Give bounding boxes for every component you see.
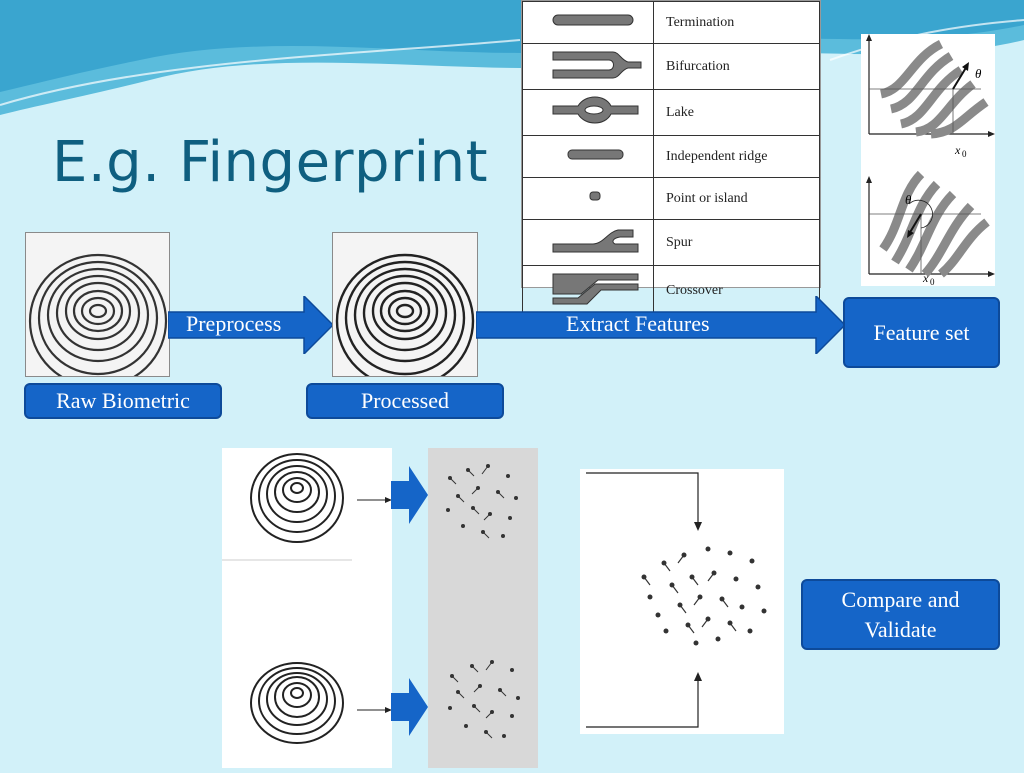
processed-label: Processed: [306, 383, 504, 419]
extract-features-arrow: [476, 296, 846, 354]
x-subscript-bottom: 0: [930, 277, 935, 286]
raw-biometric-label: Raw Biometric: [24, 383, 222, 419]
orientation-plot-top: θ x 0: [866, 34, 995, 159]
lake-icon: [552, 96, 639, 124]
x-label-top: x: [954, 143, 961, 157]
table-cell: Termination: [653, 1, 820, 44]
termination-icon: [552, 14, 634, 26]
feature-set-box: Feature set: [843, 297, 1000, 368]
orientation-diagram: θ x 0 θ x 0: [866, 34, 995, 287]
orientation-plot-bottom: θ x 0: [866, 170, 995, 287]
small-arrow-top: [391, 466, 428, 524]
fingerprint-icon: [250, 662, 344, 744]
extract-features-label: Extract Features: [566, 311, 710, 336]
point-icon: [589, 191, 601, 201]
fingerprint-icon: [28, 253, 168, 376]
matching-overlay: [586, 472, 767, 728]
table-cell: Lake: [653, 89, 820, 136]
crossover-icon: [552, 273, 639, 305]
fingerprint-icon: [250, 453, 344, 543]
table-row: Crossover: [522, 265, 820, 316]
table-row: Point or island: [522, 177, 820, 220]
matching-overlay-panel: [580, 469, 784, 734]
x-label-bottom: x: [922, 271, 929, 285]
slide-title: E.g. Fingerprint: [52, 130, 489, 195]
table-cell: Point or island: [653, 177, 820, 220]
preprocess-label: Preprocess: [186, 311, 282, 336]
table-cell: Spur: [653, 219, 820, 266]
preprocess-arrow: [168, 296, 334, 354]
compare-validate-box: Compare and Validate: [801, 579, 1000, 650]
table-row: Spur: [522, 219, 820, 266]
table-cell: Independent ridge: [653, 135, 820, 178]
bifurcation-icon: [552, 51, 642, 79]
minutiae-map-panel: [428, 448, 538, 768]
table-row: Lake: [522, 89, 820, 136]
table-row: Independent ridge: [522, 135, 820, 178]
table-row: Bifurcation: [522, 43, 820, 90]
table-cell: Bifurcation: [653, 43, 820, 90]
spur-icon: [552, 229, 639, 253]
table-cell: Crossover: [653, 265, 820, 316]
minutiae-map: [446, 464, 520, 739]
small-arrow-bottom: [391, 678, 428, 736]
orientation-plots: θ x 0 θ x 0: [861, 34, 995, 287]
theta-label-top: θ: [975, 66, 982, 81]
minutiae-table: Termination Bifurcation Lake Independent…: [521, 0, 821, 316]
fingerprint-icon: [335, 253, 475, 376]
processed-fingerprint-image: [332, 232, 478, 377]
fingerprint-pair: [222, 453, 392, 744]
independent-ridge-icon: [567, 149, 624, 160]
table-row: Termination: [522, 1, 820, 44]
fingerprint-pair-panel: [222, 448, 392, 768]
theta-label-bottom: θ: [905, 192, 912, 207]
x-subscript-top: 0: [962, 149, 967, 159]
raw-fingerprint-image: [25, 232, 170, 377]
